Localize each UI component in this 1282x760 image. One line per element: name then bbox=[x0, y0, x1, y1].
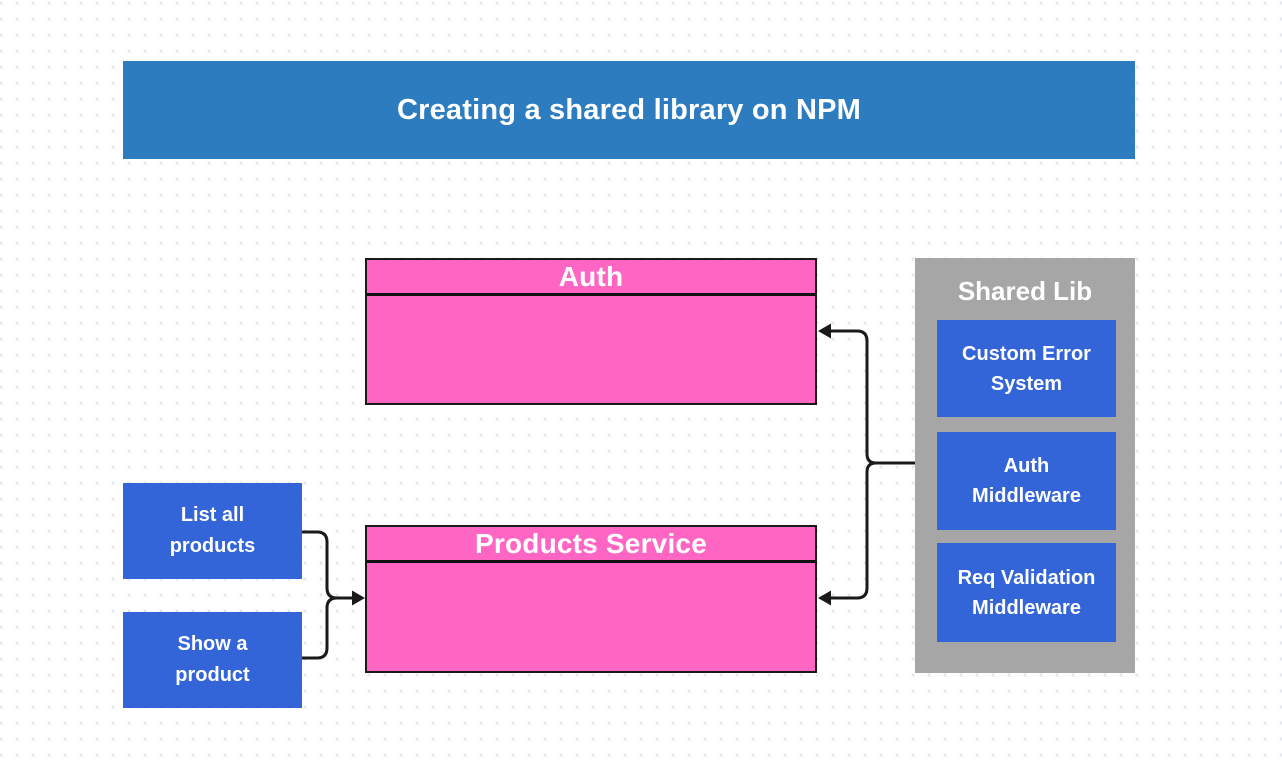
endpoint-label: List all products bbox=[169, 504, 256, 557]
module-auth-middleware: Auth Middleware bbox=[937, 432, 1116, 530]
arrowhead-into-products-left bbox=[352, 590, 365, 606]
connector-sharedlib-to-products bbox=[829, 461, 878, 600]
diagram-title-bar: Creating a shared library on NPM bbox=[123, 61, 1135, 159]
connector-list-to-merge bbox=[300, 530, 354, 600]
arrowhead-into-auth-right bbox=[818, 323, 831, 339]
auth-service-title: Auth bbox=[367, 260, 815, 296]
module-req-validation-middleware: Req Validation Middleware bbox=[937, 543, 1116, 642]
connector-sharedlib-to-auth bbox=[829, 329, 878, 465]
products-service-title: Products Service bbox=[367, 527, 815, 563]
products-service-box: Products Service bbox=[365, 525, 817, 673]
module-label: Auth Middleware bbox=[972, 455, 1081, 507]
shared-lib-title: Shared Lib bbox=[957, 276, 1093, 306]
auth-service-box: Auth bbox=[365, 258, 817, 405]
module-custom-error-system: Custom Error System bbox=[937, 320, 1116, 417]
endpoint-list-all-products: List all products bbox=[123, 483, 302, 579]
endpoint-label: Show a product bbox=[175, 633, 250, 686]
connector-show-to-merge bbox=[300, 596, 339, 660]
diagram-title: Creating a shared library on NPM bbox=[396, 93, 862, 126]
arrowhead-into-products-right bbox=[818, 590, 831, 606]
module-label: Req Validation Middleware bbox=[957, 566, 1096, 619]
module-label: Custom Error System bbox=[962, 342, 1091, 395]
endpoint-show-a-product: Show a product bbox=[123, 612, 302, 708]
